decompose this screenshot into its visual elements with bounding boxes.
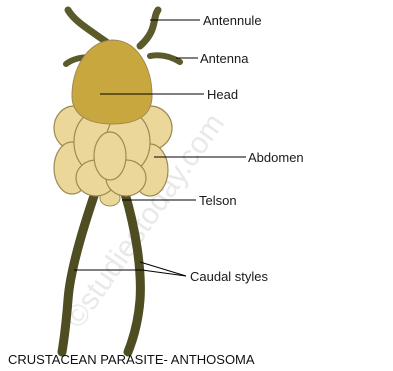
antenna-right xyxy=(150,55,180,62)
head xyxy=(72,40,152,124)
caption: CRUSTACEAN PARASITE- ANTHOSOMA xyxy=(8,352,255,367)
leader-caudal-right xyxy=(140,262,186,276)
label-head: Head xyxy=(207,87,238,102)
label-abdomen: Abdomen xyxy=(248,150,304,165)
label-telson: Telson xyxy=(199,193,237,208)
label-antennule: Antennule xyxy=(203,13,262,28)
leader-caudal-left-end xyxy=(142,270,186,276)
label-antenna: Antenna xyxy=(200,51,249,66)
label-caudal-styles: Caudal styles xyxy=(190,269,269,284)
antennule-right xyxy=(140,10,158,46)
